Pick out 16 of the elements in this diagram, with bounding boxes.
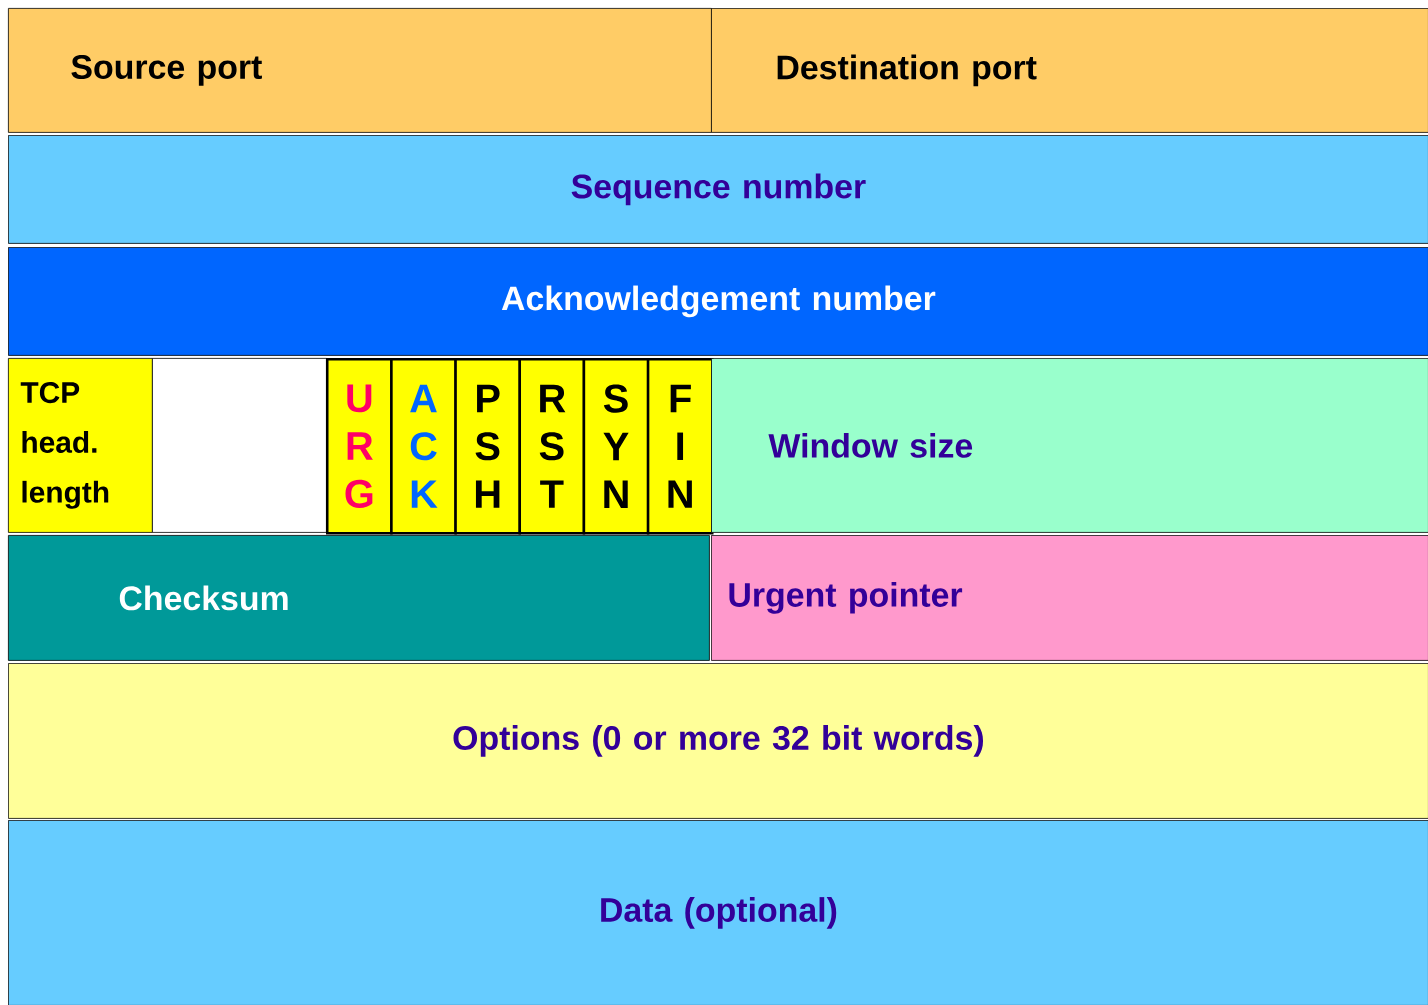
- flag-cell: S Y N: [582, 358, 650, 535]
- flag-cell: R S T: [518, 358, 586, 535]
- flag-cell: P S H: [454, 358, 521, 535]
- field-box: Checksum: [8, 535, 710, 661]
- field-box: Data (optional): [8, 820, 1428, 1005]
- flag-cell: U R G: [326, 358, 393, 535]
- field-box: Acknowledgement number: [8, 247, 1428, 356]
- flag-cell: A C K: [390, 358, 457, 535]
- field-box: Sequence number: [8, 135, 1428, 244]
- field-box: Source port: [8, 8, 712, 133]
- field-box: Destination port: [711, 8, 1428, 133]
- field-box: Urgent pointer: [711, 535, 1428, 661]
- field-box: Options (0 or more 32 bit words): [8, 663, 1428, 819]
- field-box: TCP head. length: [8, 358, 153, 533]
- flag-cell: F I N: [646, 358, 714, 535]
- field-box: Window size: [711, 358, 1428, 533]
